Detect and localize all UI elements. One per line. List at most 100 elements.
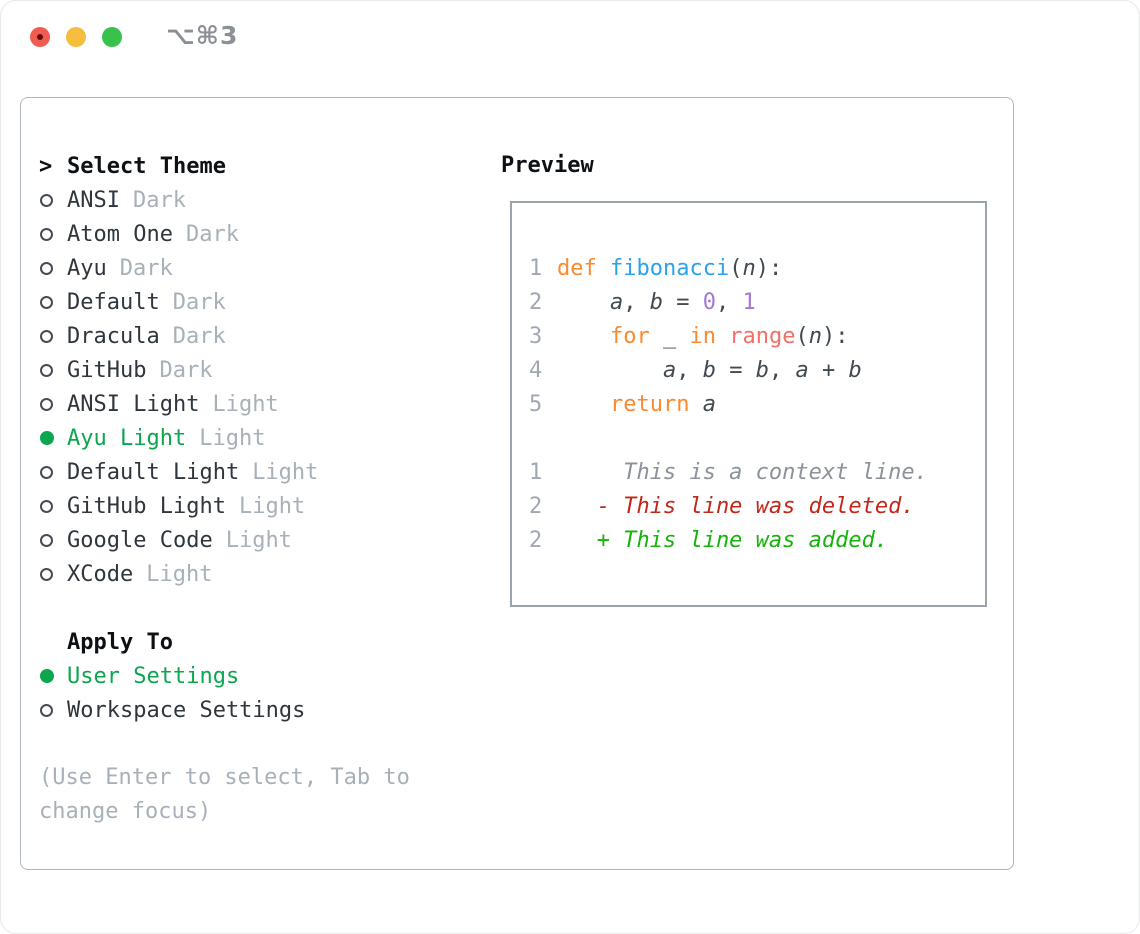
theme-name: Dracula (67, 323, 160, 349)
radio-marker (39, 567, 67, 581)
apply-option-label: User Settings (67, 663, 240, 689)
line-number: 1 (529, 255, 543, 281)
preview-blank-line (512, 421, 985, 455)
theme-name: Ayu Light (67, 425, 187, 451)
code-token: + This line was added. (557, 527, 889, 553)
theme-option[interactable]: Default Dark (39, 285, 410, 319)
window-title: ⌥⌘3 (166, 21, 239, 50)
radio-icon (40, 193, 53, 207)
code-token (557, 290, 610, 315)
apply-option[interactable]: Workspace Settings (39, 693, 410, 727)
code-token: def (557, 255, 597, 281)
minimize-button[interactable] (66, 27, 86, 47)
code-token: = (715, 357, 756, 383)
theme-option[interactable]: Google Code Light (39, 523, 410, 557)
hint-line: (Use Enter to select, Tab to (39, 765, 410, 790)
theme-variant: Light (146, 561, 213, 587)
apply-option[interactable]: User Settings (39, 659, 410, 693)
theme-name: ANSI Light (67, 391, 200, 417)
preview-line: 1 This is a context line. (512, 455, 985, 489)
code-token: This is a context line. (557, 459, 928, 485)
theme-name: Default Light (67, 459, 240, 485)
radio-marker (39, 465, 67, 479)
theme-selector-panel: > Select Theme ANSI Dark Atom One Dark A… (20, 97, 1014, 870)
line-number: 3 (529, 323, 543, 349)
line-content: This is a context line. (557, 460, 928, 485)
code-token: 1 (742, 289, 756, 315)
spacer (39, 591, 410, 625)
preview-title: Preview (501, 153, 594, 178)
code-token: b (702, 357, 716, 383)
theme-variant: Light (238, 493, 306, 519)
theme-name: Atom One (67, 221, 173, 247)
code-token: , (623, 289, 650, 315)
code-token: , (768, 357, 796, 383)
code-token: n (808, 323, 822, 349)
theme-name: Google Code (67, 527, 213, 553)
apply-option-label: Workspace Settings (67, 697, 306, 723)
line-content: for _ in range(n): (557, 324, 848, 349)
line-number: 1 (529, 459, 543, 485)
theme-option[interactable]: Default Light Light (39, 455, 410, 489)
code-token: for (609, 323, 650, 349)
code-token: , (676, 357, 703, 383)
left-column: > Select Theme ANSI Dark Atom One Dark A… (39, 149, 410, 829)
theme-option[interactable]: ANSI Dark (39, 183, 410, 217)
code-token: 0 (702, 289, 716, 315)
radio-icon (40, 295, 53, 309)
radio-icon (40, 465, 53, 479)
theme-name: Ayu (67, 255, 107, 281)
radio-marker (39, 363, 67, 377)
radio-icon (40, 703, 53, 717)
theme-option[interactable]: Ayu Light Light (39, 421, 410, 455)
code-token: return (609, 391, 690, 417)
theme-option[interactable]: Ayu Dark (39, 251, 410, 285)
close-button[interactable] (30, 27, 50, 47)
code-token: fibonacci (610, 255, 730, 281)
theme-variant: Light (212, 391, 279, 417)
code-token: ( (795, 323, 809, 349)
line-content: def fibonacci(n): (557, 256, 782, 281)
theme-option[interactable]: ANSI Light Light (39, 387, 410, 421)
theme-variant: Dark (185, 221, 239, 247)
theme-option[interactable]: Atom One Dark (39, 217, 410, 251)
theme-name: GitHub (67, 357, 147, 383)
radio-marker (39, 295, 67, 309)
radio-marker (39, 703, 67, 717)
zoom-button[interactable] (102, 27, 122, 47)
theme-variant: Dark (119, 255, 173, 281)
radio-icon (40, 261, 53, 275)
theme-list: ANSI Dark Atom One Dark Ayu Dark Default… (39, 183, 410, 591)
theme-variant: Dark (172, 289, 226, 315)
theme-option[interactable]: Dracula Dark (39, 319, 410, 353)
code-token: a (609, 289, 624, 315)
code-token: _ (649, 323, 690, 349)
code-token (597, 256, 610, 281)
theme-variant: Light (252, 459, 319, 485)
code-token: b (848, 357, 862, 383)
code-token: b (755, 357, 769, 383)
code-token: + (808, 357, 849, 383)
radio-marker (39, 227, 67, 241)
theme-option[interactable]: XCode Light (39, 557, 410, 591)
theme-variant: Dark (159, 357, 213, 383)
line-content: a, b = 0, 1 (557, 290, 756, 315)
radio-marker (39, 329, 67, 343)
code-token: = (662, 289, 703, 315)
theme-option[interactable]: GitHub Dark (39, 353, 410, 387)
apply-options: User Settings Workspace Settings (39, 659, 410, 727)
theme-variant: Light (199, 425, 266, 451)
radio-icon (40, 397, 53, 411)
code-token: - This line was deleted. (557, 493, 915, 519)
radio-marker (39, 193, 67, 207)
code-token: b (649, 289, 663, 315)
hint-line: change focus) (39, 799, 212, 824)
theme-option[interactable]: GitHub Light Light (39, 489, 410, 523)
prompt-icon: > (39, 153, 53, 179)
apply-to-title: Apply To (67, 629, 173, 655)
code-token: ( (729, 255, 743, 281)
theme-name: ANSI (67, 187, 120, 213)
radio-icon (40, 329, 53, 343)
